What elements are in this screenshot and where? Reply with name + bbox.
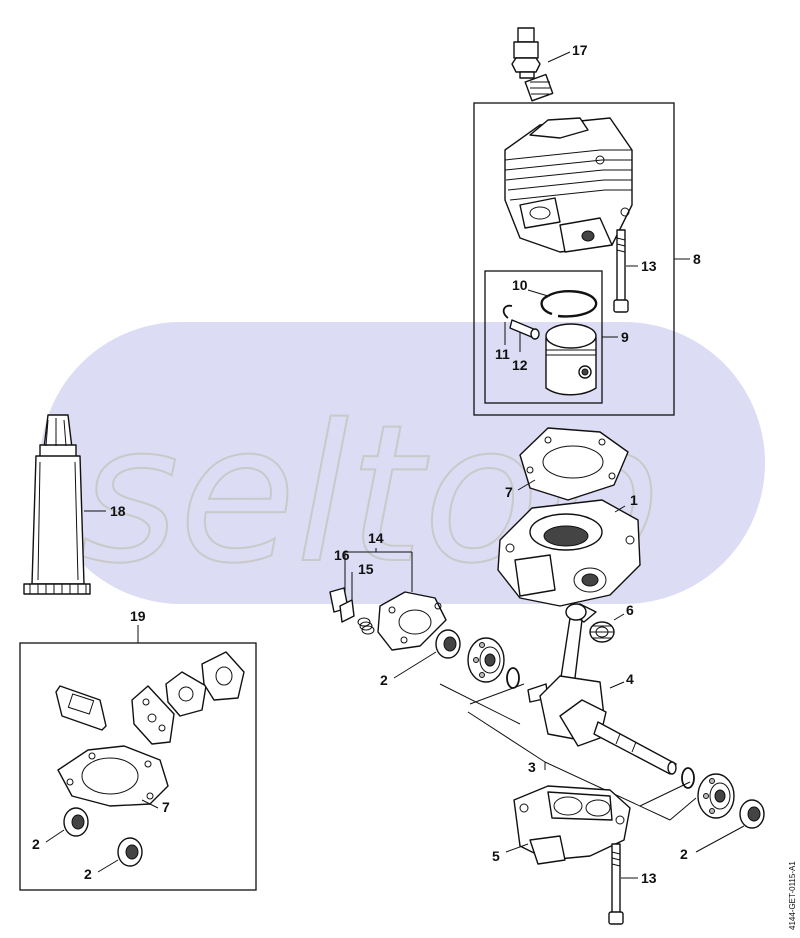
- cylinder-screw-part: [613, 229, 638, 313]
- left-shim-ring-part: [506, 667, 520, 689]
- piston-kit-box: [484, 270, 618, 404]
- oil-seal-part: [45, 807, 89, 843]
- right-shim-ring-part: [681, 767, 695, 789]
- oil-seal-part-b: [97, 837, 143, 873]
- left-bearing-part: [467, 637, 505, 683]
- callout-4: 4: [626, 671, 634, 687]
- piston-ring-part: [527, 289, 598, 318]
- callout-16: 16: [334, 547, 350, 563]
- needle-cage-part: [589, 613, 625, 643]
- piston-part: [545, 323, 597, 396]
- callout-5: 5: [492, 848, 500, 864]
- callout-6: 6: [626, 602, 634, 618]
- circlip-part: [502, 304, 513, 345]
- callout-11: 11: [495, 346, 510, 362]
- group-bracket-14: [344, 548, 413, 612]
- callout-2-right: 2: [680, 846, 688, 862]
- callout-8: 8: [693, 251, 701, 267]
- callout-17: 17: [572, 42, 588, 58]
- callout-13-top: 13: [641, 258, 657, 274]
- callout-2-seal-b: 2: [84, 866, 92, 882]
- callout-12: 12: [512, 357, 528, 373]
- crankcase-upper-part: [497, 499, 641, 607]
- crankshaft-part: [527, 603, 677, 775]
- piston-pin-part: [509, 319, 540, 352]
- left-oil-seal-part: [393, 629, 461, 679]
- callout-1: 1: [630, 492, 638, 508]
- oil-pump-housing-part: [377, 591, 447, 651]
- callout-9: 9: [621, 329, 629, 345]
- gasket-set-parts: [55, 651, 245, 809]
- spring-part: [357, 617, 375, 635]
- clip-part: [329, 587, 355, 623]
- callout-7-upper: 7: [505, 484, 513, 500]
- crankcase-screw-part: [608, 843, 638, 925]
- cylinder-kit-box: [473, 102, 690, 416]
- callout-18: 18: [110, 503, 126, 519]
- gasket-set-box: [19, 625, 257, 891]
- right-bearing-part: [697, 773, 735, 819]
- cylinder-gasket-part: [517, 427, 629, 501]
- crankcase-lower-part: [505, 785, 631, 865]
- callout-3: 3: [528, 759, 536, 775]
- drawing-code: 4144-GET-0115-A1: [788, 861, 797, 930]
- callout-10: 10: [512, 277, 528, 293]
- callout-7-lower: 7: [162, 799, 170, 815]
- grease-tube-part: [23, 414, 106, 595]
- callout-15: 15: [358, 561, 374, 577]
- spark-plug-part: [511, 27, 571, 102]
- watermark: seltop: [40, 322, 765, 606]
- cylinder-part: [504, 117, 633, 253]
- callout-19: 19: [130, 608, 146, 624]
- callout-13-bottom: 13: [641, 870, 657, 886]
- callout-14: 14: [368, 530, 384, 546]
- callout-2-seal-a: 2: [32, 836, 40, 852]
- callout-2-left: 2: [380, 672, 388, 688]
- right-oil-seal-part: [695, 799, 765, 853]
